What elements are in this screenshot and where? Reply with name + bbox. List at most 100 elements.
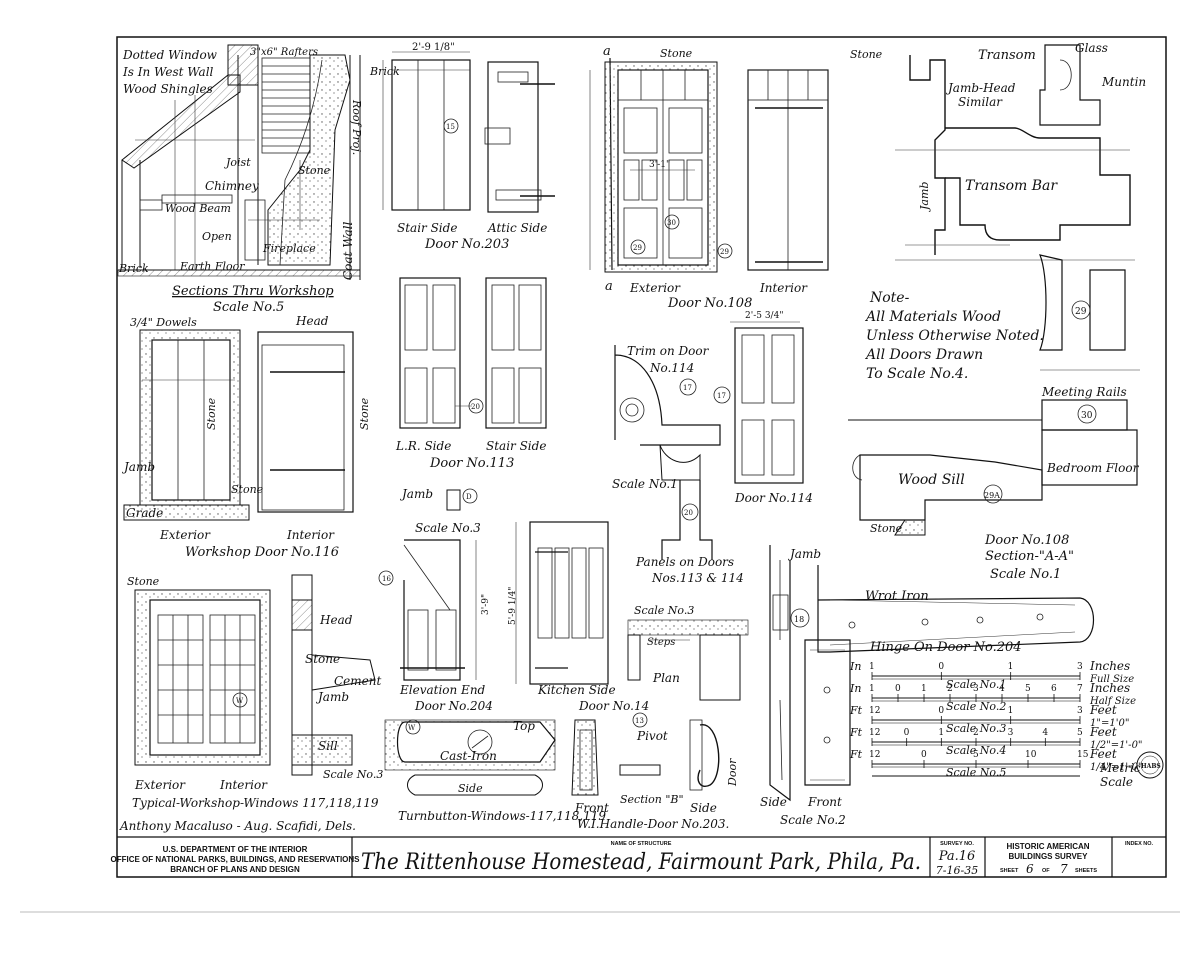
jamb-204-label: Jamb — [399, 487, 433, 501]
workshop-door-title: Workshop Door No.116 — [185, 545, 339, 560]
scale-desc-2: Half Size — [1089, 696, 1136, 707]
delineators-label: Anthony Macaluso - Aug. Scafidi, Dels. — [119, 819, 356, 833]
dowels-label: 3/4" Dowels — [130, 316, 197, 329]
door-114-title: Door No.114 — [734, 491, 813, 505]
door-108-width-dim: 3'-1" — [649, 160, 670, 170]
interior-label-116: Interior — [286, 528, 335, 542]
steps-plan: Scale No.3 Steps Plan — [627, 604, 749, 701]
habs-line-1: HISTORIC AMERICAN — [1006, 842, 1089, 851]
door-14-kitchen: 5'-9 1/4" Kitchen Side Door No.14 — [508, 521, 649, 713]
cast-iron-label: Cast-Iron — [440, 749, 497, 763]
scale-unit: In — [849, 660, 861, 673]
scale-tick-label: 1 — [1008, 706, 1014, 716]
earth-floor-label: Earth Floor — [179, 260, 245, 273]
scale-tick-label: 6 — [1051, 684, 1057, 694]
habs-seal-text: HABS — [1141, 763, 1161, 770]
glass-label: Glass — [1075, 41, 1108, 55]
scale-label: Scale No.5 — [946, 766, 1006, 779]
dotted-window-label: Dotted Window — [122, 48, 218, 62]
scale-tick-label: 3 — [1077, 662, 1083, 672]
scale-tick-label: 12 — [869, 706, 880, 716]
scale-no3-windows-label: Scale No.3 — [323, 768, 383, 781]
sections-thru-workshop: Dotted Window Is In West Wall Wood Shing… — [117, 44, 400, 315]
side-hinge-label: Side — [760, 795, 787, 809]
door-108: a Stone 3'-1" 30 29 29 a Exterior Interi… — [589, 44, 829, 311]
door-114-width-dim: 2'-5 3/4" — [745, 311, 783, 321]
scale-tick-label: 3 — [1077, 706, 1083, 716]
section-a-marker-top: a — [603, 44, 611, 59]
door-114-trim: Trim on Door No.114 17 Scale No.1 20 Pan… — [612, 311, 813, 585]
kitchen-height-dim: 5'-9 1/4" — [508, 587, 518, 625]
dotted-window-label-2: Is In West Wall — [122, 65, 214, 79]
section-a-marker-bottom: a — [605, 279, 613, 294]
sill-windows-label: Sill — [318, 739, 338, 753]
door-108-section-title: Door No.108 — [984, 533, 1069, 548]
scale-tick-label: 4 — [1042, 728, 1048, 738]
scale-tick-label: 2 — [973, 728, 979, 738]
scale-tick-label: 15 — [1077, 750, 1089, 760]
scale-tick-label: 10 — [1025, 750, 1037, 760]
turnbutton-title: Turnbutton-Windows-117,118,119 — [398, 809, 606, 823]
sheets-label: SHEETS — [1075, 868, 1097, 874]
sections-scale: Scale No.5 — [213, 300, 284, 315]
scale-desc: Feet — [1089, 747, 1117, 761]
wood-shingles-label: Wood Shingles — [123, 82, 213, 96]
name-of-structure-label: NAME OF STRUCTURE — [611, 841, 672, 847]
scale-tick-label: 0 — [921, 750, 927, 760]
scale-desc-2: 1/2"=1'-0" — [1090, 740, 1143, 751]
sheet-label: SHEET — [1000, 868, 1019, 874]
callout-16: 16 — [382, 575, 391, 583]
hinge-door-204: Jamb 18 Wrot Iron Hinge On Door No.204 S… — [760, 545, 1094, 827]
attic-side-label: Attic Side — [487, 221, 547, 235]
plan-label: Plan — [652, 671, 680, 685]
scale-tick-label: 4 — [999, 684, 1005, 694]
exterior-label-108: Exterior — [629, 281, 681, 295]
scale-no2-hinge-label: Scale No.2 — [780, 813, 846, 827]
callout-30: 30 — [667, 219, 676, 227]
brick-label-bottom: Brick — [118, 262, 149, 275]
door-108-title: Door No.108 — [667, 296, 752, 311]
note-label: Note- — [869, 290, 910, 306]
head-windows-label: Head — [319, 613, 353, 627]
door-203-title: Door No.203 — [424, 237, 509, 252]
agency-line-2: OFFICE OF NATIONAL PARKS, BUILDINGS, AND… — [110, 855, 360, 864]
stone-bottom-label: Stone — [231, 483, 264, 496]
exterior-windows-label: Exterior — [134, 778, 186, 792]
sheet-border — [116, 36, 1167, 878]
callout-30b: 30 — [1081, 411, 1093, 421]
sheet-number: 6 — [1026, 862, 1034, 876]
scale-desc: Inches — [1089, 681, 1130, 695]
brick-label-top: Brick — [369, 65, 400, 78]
callout-17a: 17 — [683, 384, 692, 392]
door-113-title: Door No.113 — [429, 456, 514, 471]
wood-sill-label: Wood Sill — [898, 472, 965, 488]
scale-tick-label: 0 — [904, 728, 910, 738]
stone-right-label: Stone — [358, 397, 371, 430]
section-aa-scale: Scale No.1 — [990, 567, 1061, 582]
wi-handle: 13 Pivot Door Front Section "B" Side W.I… — [571, 712, 739, 831]
jamb-head-similar-label: Similar — [958, 95, 1003, 109]
habs-seal: HABS — [1136, 751, 1164, 779]
stone-windows-label: Stone — [127, 575, 160, 588]
wood-beam-label: Wood Beam — [165, 202, 231, 215]
section-b-label: Section "B" — [620, 793, 684, 806]
habs-line-2: BUILDINGS SURVEY — [1009, 852, 1089, 861]
kitchen-side-label: Kitchen Side — [537, 683, 616, 697]
scale-label: Scale No.2 — [946, 700, 1006, 713]
coat-wall-label: Coat Wall — [341, 222, 355, 280]
door-204-elevation: Jamb D Scale No.3 16 3'-9" Elevation End… — [378, 487, 493, 713]
hinge-title: Hinge On Door No.204 — [869, 640, 1022, 655]
scale-tick-label: 12 — [869, 728, 880, 738]
interior-windows-label: Interior — [219, 778, 268, 792]
scale-tick-label: 12 — [869, 750, 880, 760]
roof-proj-label: Roof Proj. — [350, 99, 363, 155]
top-label: Top — [513, 719, 535, 733]
scale-label: Scale No.1 — [946, 678, 1006, 691]
scale-tick-label: 2 — [947, 684, 953, 694]
callout-17b: 17 — [717, 392, 726, 400]
transom-detail: Stone Transom Glass Jamb-Head Similar Mu… — [848, 41, 1146, 582]
stone-sill-label: Stone — [870, 522, 903, 535]
scale-tick-label: 0 — [895, 684, 901, 694]
scale-tick-label: 0 — [938, 662, 944, 672]
